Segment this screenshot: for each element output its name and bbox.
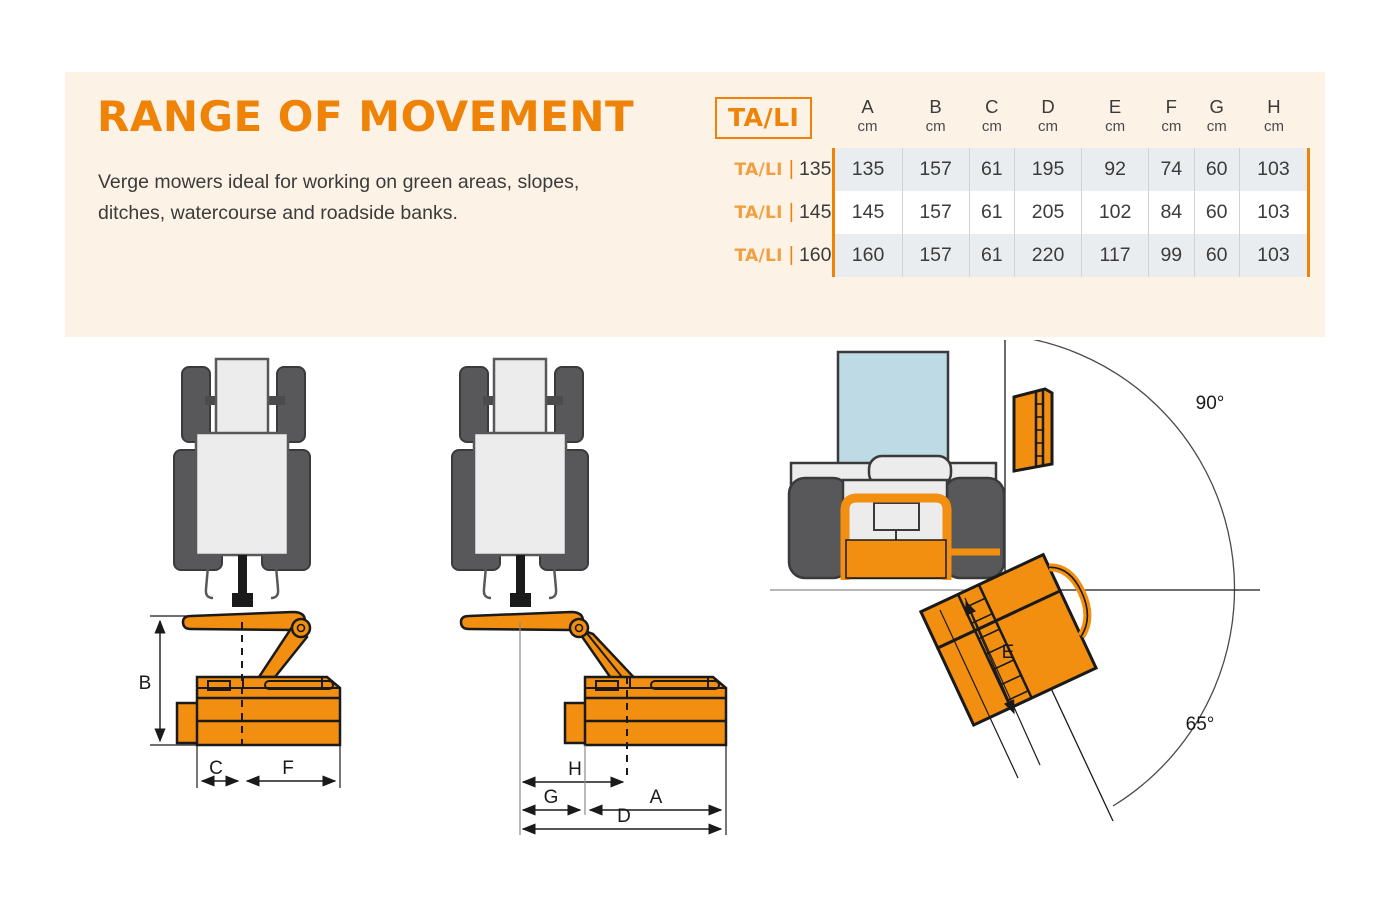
col-head-f: F bbox=[1165, 96, 1177, 117]
mower-linkage-folded bbox=[181, 610, 312, 679]
page-subtitle: Verge mowers ideal for working on green … bbox=[98, 171, 580, 224]
dimension-label-d: D bbox=[617, 806, 631, 827]
col-head-c: C bbox=[985, 96, 999, 117]
dimension-b: B bbox=[139, 615, 198, 746]
cell-value: 74 bbox=[1148, 148, 1194, 191]
mower-head-raised bbox=[1012, 387, 1054, 473]
row-label-size: 160 bbox=[798, 244, 832, 266]
cell-value: 61 bbox=[968, 234, 1015, 277]
cell-value: 61 bbox=[968, 191, 1015, 234]
row-label-divider: | bbox=[788, 201, 794, 223]
row-label-size: 145 bbox=[798, 201, 832, 223]
row-label-divider: | bbox=[788, 244, 794, 266]
cell-value: 103 bbox=[1238, 148, 1311, 191]
cell-value: 157 bbox=[901, 191, 970, 234]
dimension-e: E bbox=[939, 597, 1041, 779]
cell-value: 157 bbox=[901, 234, 970, 277]
cell-value: 103 bbox=[1238, 234, 1311, 277]
header-panel: RANGE OF MOVEMENT Verge mowers ideal for… bbox=[65, 72, 1325, 337]
cell-value: 160 bbox=[831, 234, 903, 277]
cell-value: 157 bbox=[901, 148, 970, 191]
row-label-prefix: TA/LI bbox=[734, 246, 783, 266]
dimension-c-f: C F bbox=[196, 745, 341, 788]
dimension-label-g: G bbox=[544, 787, 559, 808]
dimension-h: H bbox=[521, 759, 625, 788]
cell-value: 60 bbox=[1193, 191, 1240, 234]
cab-glass bbox=[836, 350, 950, 467]
table-row: TA/LI|160 160 157 61 220 117 99 60 103 bbox=[715, 234, 1311, 277]
row-label: TA/LI|160 bbox=[715, 234, 833, 277]
cell-value: 220 bbox=[1013, 234, 1082, 277]
dimension-label-e: E bbox=[1002, 642, 1015, 663]
dimension-label-b: B bbox=[139, 673, 152, 694]
col-unit-b: cm bbox=[925, 118, 946, 135]
diagram-rear-folded: B C F bbox=[139, 357, 342, 788]
cell-value: 103 bbox=[1238, 191, 1311, 234]
spec-table: TA/LI A B C D E F G H cm cm cm cm cm bbox=[715, 88, 1311, 277]
col-head-h: H bbox=[1267, 96, 1281, 117]
cell-value: 135 bbox=[831, 148, 903, 191]
col-head-d: D bbox=[1041, 96, 1055, 117]
col-unit-a: cm bbox=[857, 118, 878, 135]
mower-deck-folded bbox=[175, 675, 342, 747]
cell-value: 145 bbox=[831, 191, 903, 234]
cell-value: 195 bbox=[1013, 148, 1082, 191]
cell-value: 60 bbox=[1193, 234, 1240, 277]
col-unit-g: cm bbox=[1206, 118, 1227, 135]
dimension-g-a: G A bbox=[521, 745, 727, 835]
col-head-e: E bbox=[1108, 96, 1122, 117]
col-unit-e: cm bbox=[1105, 118, 1126, 135]
dimension-label-h: H bbox=[568, 759, 582, 780]
tractor-rear-view bbox=[173, 357, 311, 607]
col-unit-d: cm bbox=[1038, 118, 1059, 135]
col-head-g: G bbox=[1209, 96, 1224, 117]
row-label: TA/LI|135 bbox=[715, 148, 833, 191]
col-unit-c: cm bbox=[981, 118, 1002, 135]
row-label-prefix: TA/LI bbox=[734, 203, 783, 223]
angle-label-lower: 65° bbox=[1186, 714, 1215, 735]
table-row: TA/LI|145 145 157 61 205 102 84 60 103 bbox=[715, 191, 1311, 234]
tali-badge: TA/LI bbox=[715, 97, 813, 139]
cell-value: 99 bbox=[1148, 234, 1194, 277]
dimension-d: D bbox=[521, 806, 723, 835]
diagram-rear-extended: H G A D bbox=[451, 357, 728, 835]
row-label: TA/LI|145 bbox=[715, 191, 833, 234]
cell-value: 205 bbox=[1013, 191, 1082, 234]
diagram-angle-range: E 90° 65° bbox=[770, 340, 1260, 822]
cell-value: 60 bbox=[1193, 148, 1240, 191]
diagram-area: B C F bbox=[0, 340, 1400, 900]
cell-value: 61 bbox=[968, 148, 1015, 191]
table-badge-cell: TA/LI bbox=[715, 88, 833, 148]
table-unit-row: cm cm cm cm cm cm cm cm bbox=[715, 118, 1309, 148]
cell-value: 102 bbox=[1081, 191, 1149, 234]
tractor-rear-view bbox=[451, 357, 589, 607]
angle-label-upper: 90° bbox=[1196, 393, 1225, 414]
page-title: RANGE OF MOVEMENT bbox=[97, 92, 635, 141]
col-head-b: B bbox=[929, 96, 942, 117]
table-header-row: TA/LI A B C D E F G H bbox=[715, 88, 1309, 139]
dimension-label-a: A bbox=[650, 787, 663, 808]
cell-value: 92 bbox=[1081, 148, 1149, 191]
dimension-label-c: C bbox=[209, 758, 223, 779]
row-label-size: 135 bbox=[798, 158, 832, 180]
cell-value: 117 bbox=[1081, 234, 1149, 277]
mower-deck-extended bbox=[563, 675, 728, 747]
col-unit-h: cm bbox=[1263, 118, 1284, 135]
cell-value: 84 bbox=[1148, 191, 1194, 234]
col-unit-f: cm bbox=[1161, 118, 1182, 135]
spec-table-grid: TA/LI A B C D E F G H cm cm cm cm cm bbox=[715, 88, 1311, 277]
movement-arc bbox=[1032, 340, 1236, 807]
col-head-a: A bbox=[861, 96, 874, 117]
tractor-front-view bbox=[787, 350, 1006, 580]
table-row: TA/LI|135 135 157 61 195 92 74 60 103 bbox=[715, 148, 1311, 191]
dimension-label-f: F bbox=[282, 758, 294, 779]
row-label-prefix: TA/LI bbox=[734, 160, 783, 180]
row-label-divider: | bbox=[788, 158, 794, 180]
